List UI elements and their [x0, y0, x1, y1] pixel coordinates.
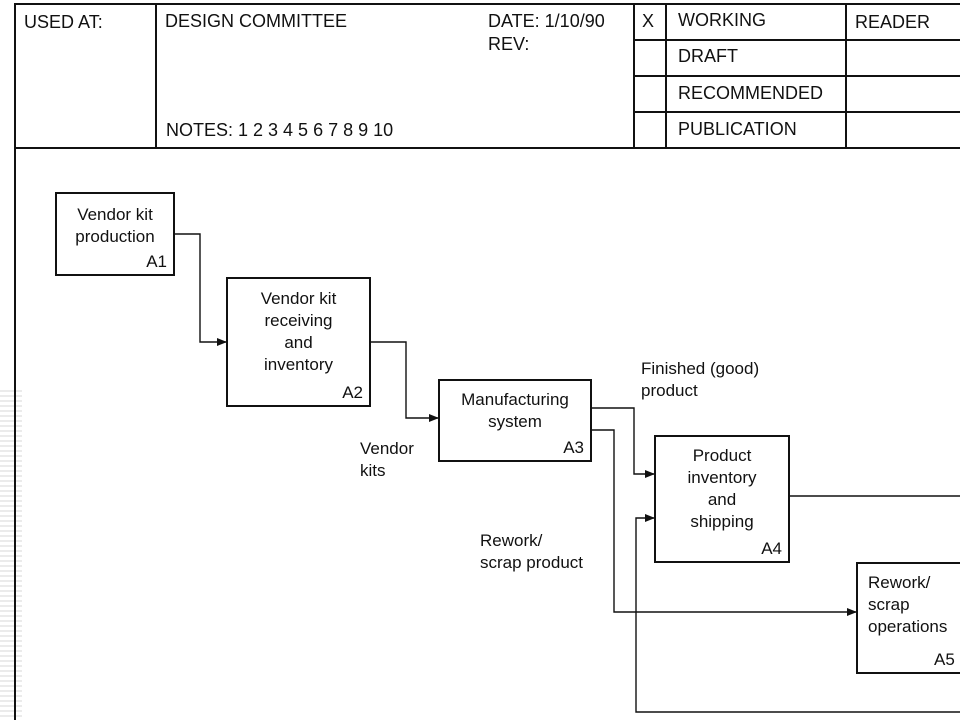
activity-id-a3: A3 [563, 438, 584, 457]
arrow-return-a4 [635, 514, 960, 713]
activity-label-a5: Rework/ scrap operations [868, 573, 948, 636]
activity-box-a5[interactable]: Rework/ scrap operations A5 [856, 562, 960, 674]
reader-label: READER [855, 12, 931, 32]
used-at-label: USED AT: [24, 12, 103, 32]
activity-id-a1: A1 [146, 252, 167, 271]
status-recommended[interactable]: RECOMMENDED [678, 83, 824, 103]
activity-label-a3: Manufacturing system [461, 390, 569, 431]
arrow-a3-a5-rework [591, 429, 857, 616]
activity-id-a5: A5 [934, 650, 955, 669]
arrow-a3-a4-finished [591, 407, 655, 478]
activity-box-a1[interactable]: Vendor kit production A1 [55, 192, 175, 276]
activity-label-a1: Vendor kit production [75, 205, 155, 246]
rev-label: REV: [488, 34, 530, 54]
activity-label-a4: Product inventory and shipping [687, 446, 757, 531]
label-rework-scrap: Rework/ scrap product [480, 531, 583, 572]
label-finished-product: Finished (good) product [641, 359, 760, 400]
label-vendor-kits: Vendor kits [360, 439, 414, 480]
activity-box-a4[interactable]: Product inventory and shipping A4 [654, 435, 790, 563]
activity-id-a4: A4 [761, 539, 782, 558]
activity-label-a2: Vendor kit receiving and inventory [260, 289, 337, 374]
date-label: DATE: 1/10/90 [488, 11, 605, 31]
scan-edge-texture [0, 390, 22, 720]
activity-id-a2: A2 [342, 383, 363, 402]
arrow-a1-a2 [174, 233, 227, 346]
arrow-a2-a3 [370, 341, 439, 422]
activity-box-a3[interactable]: Manufacturing system A3 [438, 379, 592, 462]
activity-box-a2[interactable]: Vendor kit receiving and inventory A2 [226, 277, 371, 407]
status-working[interactable]: WORKING [678, 10, 766, 30]
project-name: DESIGN COMMITTEE [165, 11, 348, 31]
status-publication[interactable]: PUBLICATION [678, 119, 797, 139]
status-working-checkmark[interactable]: X [642, 11, 655, 31]
notes-label: NOTES: 1 2 3 4 5 6 7 8 9 10 [166, 120, 394, 140]
status-draft[interactable]: DRAFT [678, 46, 738, 66]
